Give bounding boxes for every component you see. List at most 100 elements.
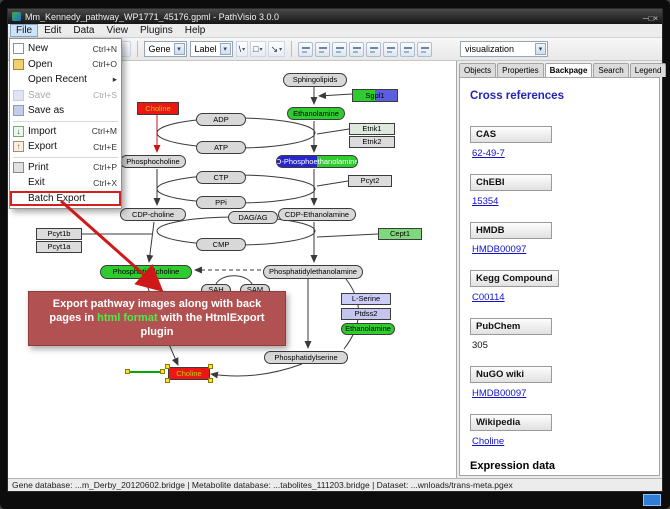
submenu-arrow-icon: ▸ xyxy=(112,74,117,85)
menu-plugins[interactable]: Plugins xyxy=(139,25,173,36)
menu-edit[interactable]: Edit xyxy=(44,25,62,36)
pathway-edge[interactable] xyxy=(318,92,353,100)
visualization-label: visualization xyxy=(465,44,515,54)
menu-data[interactable]: Data xyxy=(73,25,95,36)
tab-objects[interactable]: Objects xyxy=(459,63,497,77)
align-center-icon[interactable] xyxy=(315,41,331,57)
line-tool-icon[interactable]: \▾ xyxy=(235,41,249,57)
xref-name: Kegg Compound xyxy=(470,270,559,287)
pathway-edge[interactable] xyxy=(316,128,350,135)
menu-view[interactable]: View xyxy=(106,25,128,36)
pathway-node-adp[interactable]: ADP xyxy=(196,113,246,126)
pathway-edge[interactable] xyxy=(316,233,379,238)
align-right-icon[interactable] xyxy=(332,41,348,57)
xref-name: NuGO wiki xyxy=(470,366,552,383)
pathway-edge[interactable] xyxy=(210,363,303,379)
pathway-node-phosphocholine[interactable]: Phosphocholine xyxy=(120,155,186,168)
selection-handle[interactable] xyxy=(208,364,213,369)
pathway-node-l-serine[interactable]: L-Serine xyxy=(341,293,391,305)
pathway-edge[interactable] xyxy=(316,180,349,187)
align-top-icon[interactable] xyxy=(349,41,365,57)
pathway-node-o-phosphoethanolamine[interactable]: O-Phosphoethanolamine xyxy=(276,155,358,168)
pathway-node-pcyt1b[interactable]: Pcyt1b xyxy=(36,228,82,240)
main-area: Export pathway images along with back pa… xyxy=(8,61,667,478)
xref-name: HMDB xyxy=(470,222,552,239)
pathway-edge[interactable] xyxy=(146,221,155,263)
pathway-node-pcyt1a[interactable]: Pcyt1a xyxy=(36,241,82,253)
pathway-node-pcyt2[interactable]: Pcyt2 xyxy=(348,175,392,187)
close-button[interactable]: × xyxy=(653,13,658,23)
pathway-node-ethanolamine-right[interactable]: Ethanolamine xyxy=(341,323,395,335)
tab-backpage[interactable]: Backpage xyxy=(544,63,593,77)
window-title-app: - PathVisio 3.0.0 xyxy=(210,11,279,22)
align-left-icon[interactable] xyxy=(298,41,314,57)
pathway-node-etnk1[interactable]: Etnk1 xyxy=(349,123,395,135)
selection-handle[interactable] xyxy=(165,364,170,369)
pathway-node-ethanolamine-top[interactable]: Ethanolamine xyxy=(287,107,345,120)
minimize-button[interactable]: ─ xyxy=(642,13,649,23)
align-bottom-icon[interactable] xyxy=(383,41,399,57)
pathway-node-cdp-choline[interactable]: CDP-choline xyxy=(120,208,186,221)
pathway-node-sgpl1[interactable]: Sgpl1 xyxy=(352,89,398,102)
pathway-node-etnk2[interactable]: Etnk2 xyxy=(349,136,395,148)
callout-text: with the HtmlExport plugin xyxy=(140,311,265,338)
align-middle-icon[interactable] xyxy=(366,41,382,57)
pathway-node-cmp[interactable]: CMP xyxy=(196,238,246,251)
pathway-node-cdp-ethanolamine[interactable]: CDP-Ethanolamine xyxy=(278,208,356,221)
pathway-node-ppi[interactable]: PPi xyxy=(196,196,246,209)
selection-handle[interactable] xyxy=(125,369,130,374)
tab-legend[interactable]: Legend xyxy=(629,63,667,77)
pathway-node-ctp[interactable]: CTP xyxy=(196,171,246,184)
xref-link[interactable]: C00114 xyxy=(472,292,505,303)
pathway-node-cept1[interactable]: Cept1 xyxy=(378,228,422,240)
same-height-icon[interactable] xyxy=(417,41,433,57)
pathway-node-ptdss2[interactable]: Ptdss2 xyxy=(341,308,391,320)
menu-file[interactable]: File xyxy=(10,24,39,37)
callout-highlight-text: html format xyxy=(97,311,158,324)
pathway-node-atp[interactable]: ATP xyxy=(196,141,246,154)
tab-properties[interactable]: Properties xyxy=(497,63,544,77)
same-width-icon[interactable] xyxy=(400,41,416,57)
selection-handle[interactable] xyxy=(208,378,213,383)
tab-search[interactable]: Search xyxy=(593,63,629,77)
selection-handle[interactable] xyxy=(165,378,170,383)
expression-data-heading: Expression data xyxy=(470,460,555,472)
xref-link[interactable]: 15354 xyxy=(472,196,499,207)
xref-link[interactable]: Choline xyxy=(472,436,505,447)
shape-tool-icon[interactable]: □▾ xyxy=(250,41,266,57)
pathway-node-choline-top[interactable]: Choline xyxy=(137,102,179,115)
xref-link[interactable]: HMDB00097 xyxy=(472,244,527,255)
pathway-edge[interactable] xyxy=(215,275,253,285)
connector-tool-icon[interactable]: ↘▾ xyxy=(267,41,286,57)
menu-help[interactable]: Help xyxy=(184,25,206,36)
toolbar-separator xyxy=(136,41,138,57)
file-menu-item-open-recent[interactable]: Open Recent▸ xyxy=(28,74,117,86)
pathway-node-sphingolipids[interactable]: Sphingolipids xyxy=(283,73,347,87)
gene-type-combobox[interactable]: Gene▾ xyxy=(143,41,187,57)
pathway-node-phosphatidylcholine[interactable]: Phosphatidylcholine xyxy=(100,265,192,279)
pathway-node-dag-ag[interactable]: DAG/AG xyxy=(228,211,278,224)
xref-link[interactable]: 62-49-7 xyxy=(472,148,505,159)
label-type-combobox[interactable]: Label▾ xyxy=(189,41,233,57)
pathway-node-phosphatidylethanolamine[interactable]: Phosphatidylethanolamine xyxy=(263,265,363,279)
selection-handle[interactable] xyxy=(160,369,165,374)
pathway-node-choline-bottom[interactable]: Choline xyxy=(168,367,210,380)
maximize-button[interactable]: □ xyxy=(648,13,654,23)
file-menu-item-batch-export[interactable]: Batch Export xyxy=(10,190,121,206)
xref-link[interactable]: HMDB00097 xyxy=(472,388,527,399)
import-icon xyxy=(13,125,24,137)
visualization-combobox[interactable]: visualization▾ xyxy=(460,41,548,57)
file-menu-item-save-as[interactable]: Save as xyxy=(10,103,121,119)
pathway-node-phosphatidylserine[interactable]: Phosphatidylserine xyxy=(264,351,348,364)
title-bar: Mm_Kennedy_pathway_WP1771_45176.gpml - P… xyxy=(8,9,662,24)
